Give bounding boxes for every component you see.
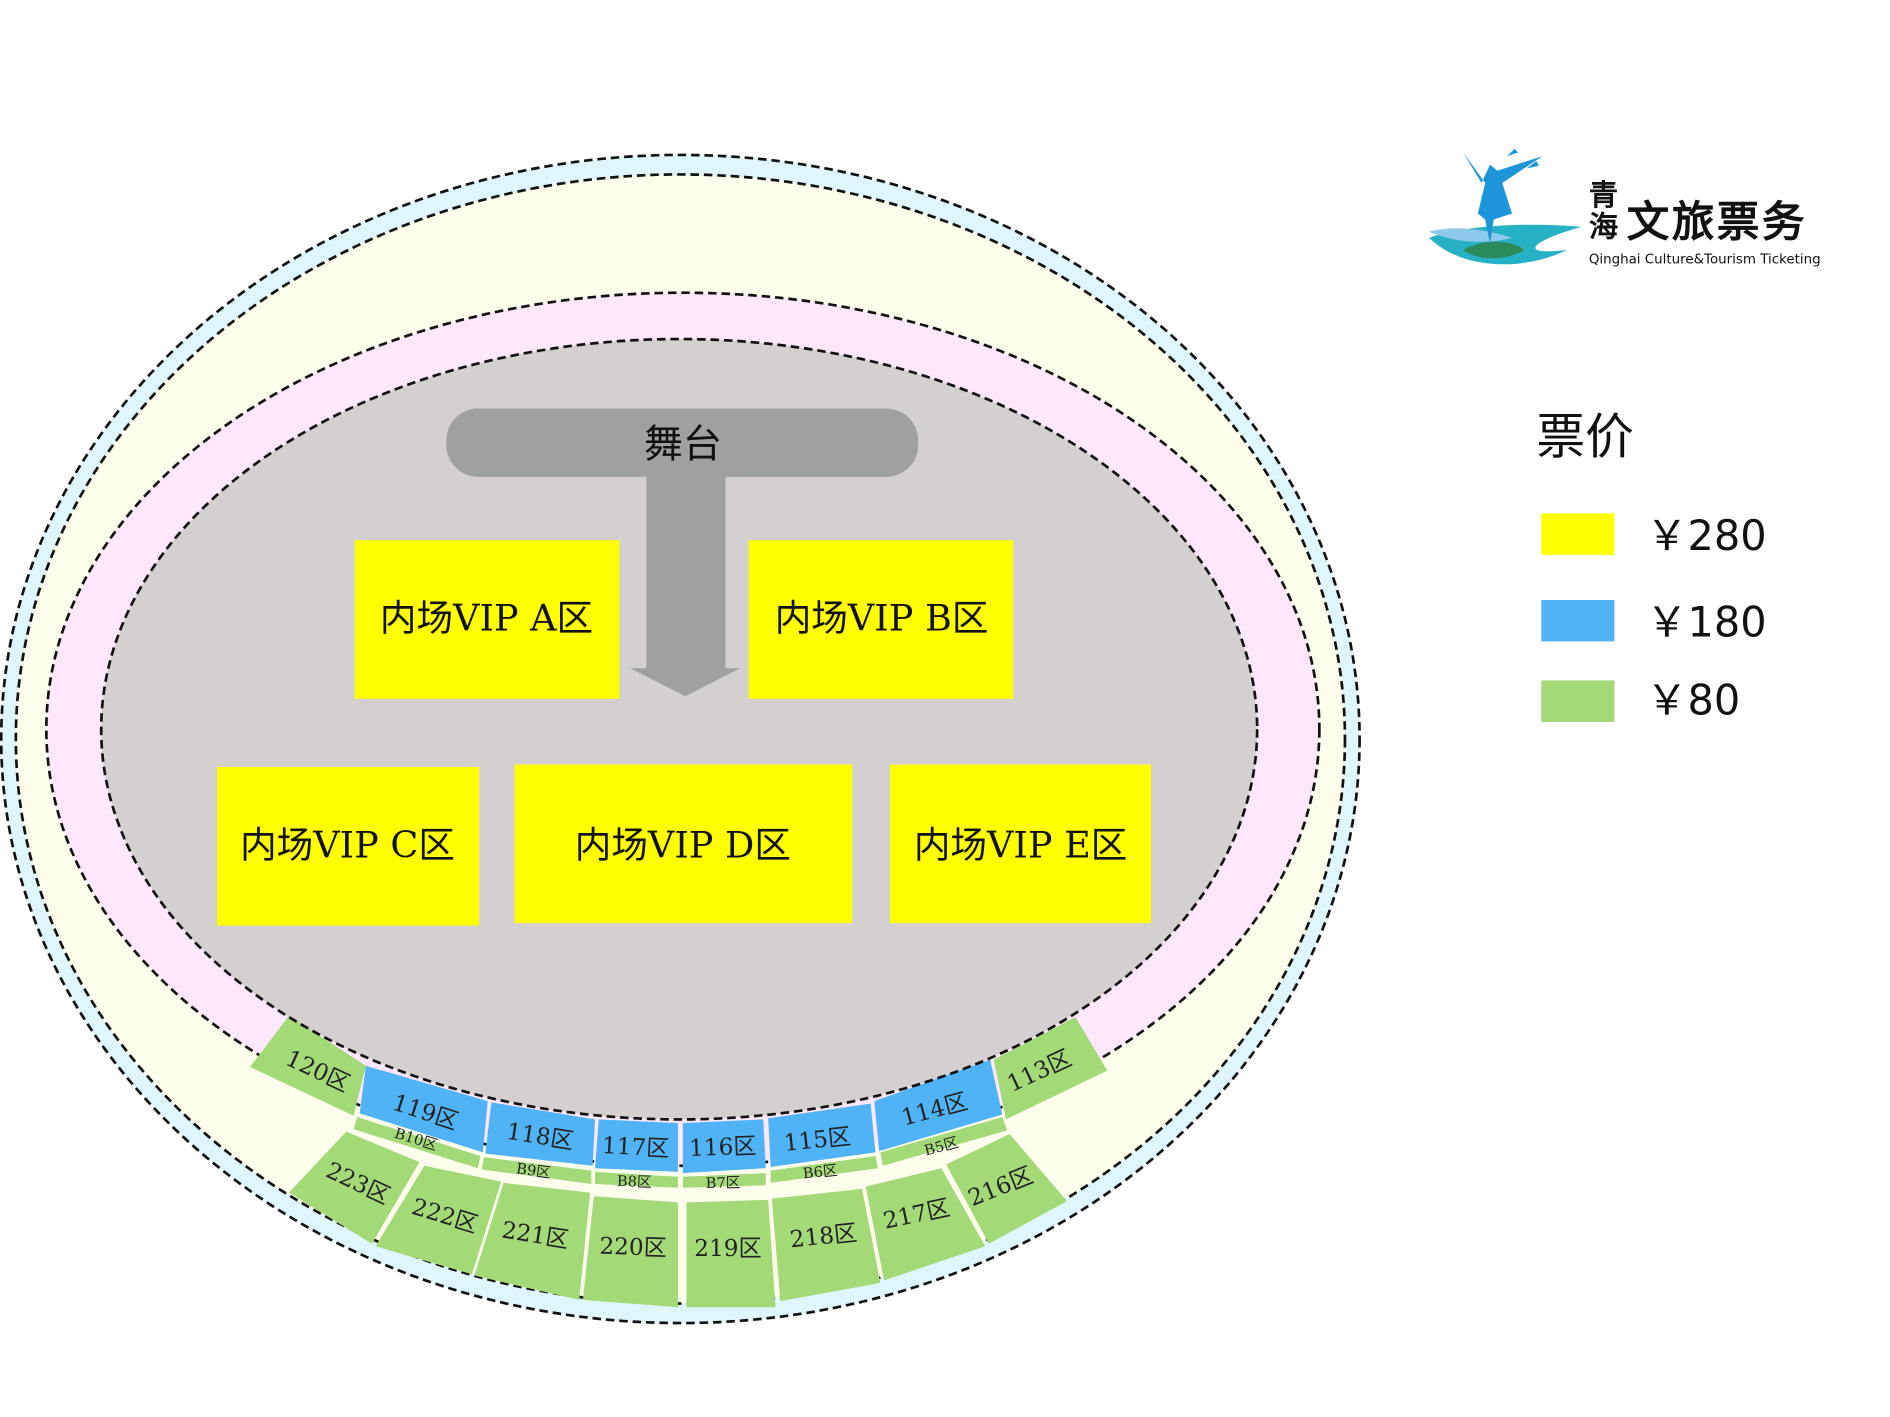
logo-text-main: 文旅票务 [1627, 198, 1807, 248]
section-222[interactable]: 222区 [375, 1165, 502, 1275]
price-legend: 票价 ￥280 ￥180 ￥80 [1536, 409, 1766, 725]
section-label: 内场VIP C区 [240, 823, 455, 866]
legend-item-180: ￥180 [1541, 599, 1767, 647]
legend-swatch [1541, 599, 1615, 642]
section-label: B9区 [515, 1160, 552, 1182]
section-vip-d[interactable]: 内场VIP D区 [514, 764, 853, 924]
logo-text-english: Qinghai Culture&Tourism Ticketing [1589, 252, 1821, 267]
legend-label: ￥80 [1646, 677, 1740, 725]
logo: 青 海 文旅票务 Qinghai Culture&Tourism Ticketi… [1429, 148, 1821, 267]
section-label: 内场VIP E区 [914, 823, 1128, 866]
section-b9[interactable]: B9区 [481, 1157, 592, 1185]
section-b7[interactable]: B7区 [682, 1173, 766, 1192]
logo-text-hai: 海 [1589, 210, 1618, 244]
floor-dashed-line [99, 337, 1259, 1121]
section-label: 内场VIP A区 [380, 596, 593, 639]
legend-label: ￥180 [1646, 599, 1767, 647]
outer-dashed-line-2 [14, 173, 1347, 1305]
section-216[interactable]: 216区 [946, 1134, 1067, 1244]
section-vip-c[interactable]: 内场VIP C区 [217, 767, 480, 926]
section-220[interactable]: 220区 [582, 1196, 678, 1308]
section-219[interactable]: 219区 [686, 1199, 776, 1308]
legend-item-80: ￥80 [1541, 677, 1740, 725]
legend-swatch [1541, 513, 1615, 555]
section-118[interactable]: 118区 [485, 1102, 596, 1166]
section-120[interactable]: 120区 [249, 1015, 366, 1116]
section-113[interactable]: 113区 [993, 1016, 1108, 1120]
section-label: 117区 [601, 1133, 670, 1162]
stage-arrow-icon [630, 668, 741, 697]
dancer-logo-icon [1429, 148, 1582, 265]
section-218[interactable]: 218区 [771, 1188, 881, 1302]
section-label: 内场VIP D区 [575, 823, 791, 866]
section-117[interactable]: 117区 [595, 1119, 678, 1172]
section-vip-a[interactable]: 内场VIP A区 [354, 540, 620, 699]
legend-title: 票价 [1536, 409, 1634, 466]
legend-item-280: ￥280 [1541, 512, 1767, 560]
section-label: B6区 [802, 1162, 838, 1183]
section-label: 内场VIP B区 [775, 596, 989, 639]
section-b5[interactable]: B5区 [880, 1116, 1008, 1166]
section-label: B7区 [706, 1174, 741, 1192]
section-label: 219区 [694, 1236, 761, 1262]
section-b8[interactable]: B8区 [595, 1171, 678, 1191]
section-115[interactable]: 115区 [768, 1103, 876, 1167]
section-217[interactable]: 217区 [865, 1168, 986, 1281]
outer-dashed-line [0, 153, 1361, 1325]
section-114[interactable]: 114区 [874, 1059, 1003, 1152]
legend-swatch [1541, 680, 1615, 722]
stage-label: 舞台 [644, 422, 722, 467]
section-223[interactable]: 223区 [288, 1131, 420, 1244]
section-label: 116区 [689, 1134, 757, 1162]
section-vip-e[interactable]: 内场VIP E区 [890, 764, 1152, 924]
section-b6[interactable]: B6区 [770, 1156, 878, 1183]
section-116[interactable]: 116区 [682, 1119, 766, 1174]
logo-text-qing: 青 [1589, 178, 1618, 212]
section-221[interactable]: 221区 [474, 1182, 591, 1300]
stage: 舞台 [446, 408, 919, 697]
legend-label: ￥280 [1646, 512, 1767, 560]
section-label: 220区 [599, 1234, 667, 1262]
section-label: B8区 [617, 1173, 652, 1191]
section-vip-b[interactable]: 内场VIP B区 [748, 540, 1014, 699]
